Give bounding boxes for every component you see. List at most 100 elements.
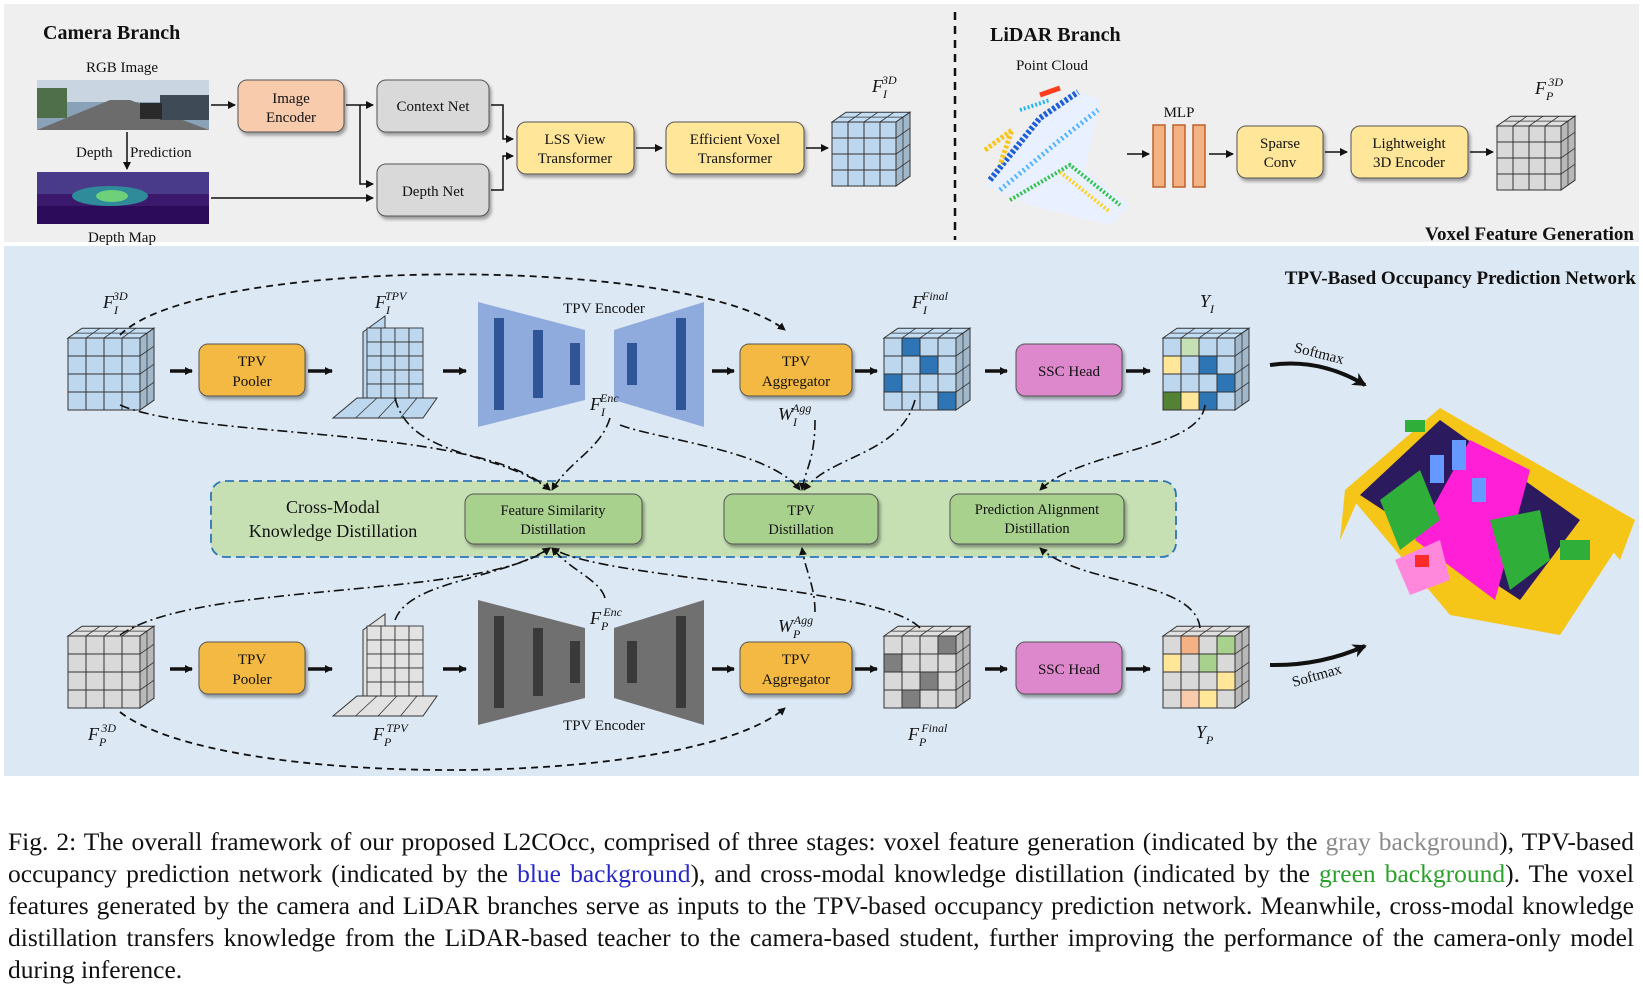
distillation-title-2: Knowledge Distillation xyxy=(249,521,417,541)
distillation-connections xyxy=(119,397,1206,636)
sparse-conv-label-2: Conv xyxy=(1264,155,1297,171)
caption-green-background: green background xyxy=(1319,859,1506,888)
lss-view-transformer-box xyxy=(516,121,635,175)
prediction-alignment-label-2: Distillation xyxy=(1004,521,1070,537)
rgb-image xyxy=(37,80,209,130)
feature-similarity-label-2: Distillation xyxy=(520,522,586,538)
teacher-wagg-label: WPAgg xyxy=(778,613,813,641)
camera-branch-title: Camera Branch xyxy=(43,22,180,44)
bottom-ssc-head-box xyxy=(1015,641,1123,695)
bottom-tpv-pooler-box xyxy=(198,641,306,695)
image-encoder-box xyxy=(237,79,345,133)
teacher-tpv-planes xyxy=(331,613,438,717)
student-f3d-label: FI3D xyxy=(102,289,128,317)
teacher-voxel-cube xyxy=(66,625,156,709)
bottom-softmax-arrow xyxy=(1269,644,1367,668)
lidar-branch-title: LiDAR Branch xyxy=(990,24,1121,46)
skip-connections xyxy=(119,273,786,771)
top-softmax-arrow xyxy=(1269,361,1367,387)
top-tpv-pooler-box xyxy=(198,343,306,397)
student-fenc-label: FIEnc xyxy=(589,391,619,419)
tpv-distillation-box xyxy=(723,493,879,545)
top-ssc-head-box xyxy=(1015,343,1123,397)
feature-similarity-label-1: Feature Similarity xyxy=(500,503,606,519)
student-ftpv-label: FITPV xyxy=(374,289,408,317)
depth-map xyxy=(37,172,209,224)
caption-part-2: ), TPV-based occupancy prediction networ… xyxy=(8,827,1634,888)
feature-similarity-distillation-box xyxy=(464,493,643,545)
caption-part-3: ), and cross-modal knowledge distillatio… xyxy=(690,859,1320,888)
lss-label-2: Transformer xyxy=(538,151,612,167)
depth-net-box xyxy=(376,163,490,217)
top-ssc-head-label: SSC Head xyxy=(1038,364,1101,380)
efficient-voxel-transformer-box xyxy=(665,121,805,175)
top-tpv-aggregator-box xyxy=(739,343,853,397)
depth-map-label: Depth Map xyxy=(88,230,156,246)
caption-gray-background: gray background xyxy=(1325,827,1500,856)
light-encoder-label-1: Lightweight xyxy=(1372,136,1446,152)
occupancy-prediction-scene xyxy=(1340,408,1635,635)
lightweight-encoder-box xyxy=(1350,125,1469,179)
teacher-fenc-label: FPEnc xyxy=(589,605,623,633)
evt-label-1: Efficient Voxel xyxy=(690,132,780,148)
prediction-label: Prediction xyxy=(130,145,192,161)
teacher-prediction-cube xyxy=(1161,625,1251,709)
top-pooler-label-2: Pooler xyxy=(232,374,271,390)
prediction-alignment-label-1: Prediction Alignment xyxy=(975,502,1099,518)
sparse-conv-box xyxy=(1236,125,1324,179)
student-tpv-encoder xyxy=(478,302,704,427)
teacher-ffinal-label: FPFinal xyxy=(907,721,948,749)
student-final-cube xyxy=(882,327,972,411)
teacher-f3d-label: FP3D xyxy=(87,721,116,749)
student-wagg-label: WIAgg xyxy=(778,401,811,429)
top-encoder-label: TPV Encoder xyxy=(563,301,645,317)
bottom-encoder-label: TPV Encoder xyxy=(563,718,645,734)
image-encoder-label-1: Image xyxy=(272,91,310,107)
depth-to-lss-arrow xyxy=(491,152,514,191)
point-cloud-image xyxy=(983,85,1130,225)
bottom-agg-label-2: Aggregator xyxy=(762,672,830,688)
context-to-lss-arrow xyxy=(491,104,514,143)
teacher-ftpv-label: FPTPV xyxy=(372,721,409,749)
voxel-section-title: Voxel Feature Generation xyxy=(1425,224,1634,245)
context-net-box xyxy=(376,79,490,133)
distillation-title-1: Cross-Modal xyxy=(286,497,380,517)
light-encoder-label-2: 3D Encoder xyxy=(1373,155,1445,171)
lss-label-1: LSS View xyxy=(545,132,606,148)
prediction-alignment-distillation-box xyxy=(949,493,1125,545)
teacher-y-label: YP xyxy=(1196,722,1214,747)
evt-label-2: Transformer xyxy=(698,151,772,167)
bottom-agg-label-1: TPV xyxy=(782,652,811,668)
bottom-pooler-label-1: TPV xyxy=(238,652,267,668)
tpv-distillation-label-1: TPV xyxy=(787,503,815,519)
bottom-tpv-aggregator-box xyxy=(739,641,853,695)
student-voxel-cube xyxy=(66,327,156,411)
image-encoder-label-2: Encoder xyxy=(266,110,316,126)
tpv-section-title: TPV-Based Occupancy Prediction Network xyxy=(1285,268,1637,289)
teacher-tpv-encoder xyxy=(478,600,704,725)
depth-label: Depth xyxy=(76,145,113,161)
teacher-final-cube xyxy=(882,625,972,709)
sparse-conv-label-1: Sparse xyxy=(1260,136,1300,152)
rgb-image-label: RGB Image xyxy=(86,60,158,76)
figure-caption: Fig. 2: The overall framework of our pro… xyxy=(8,826,1634,986)
depth-net-label: Depth Net xyxy=(402,184,465,200)
distillation-background xyxy=(210,480,1177,558)
top-agg-label-2: Aggregator xyxy=(762,374,830,390)
student-prediction-cube xyxy=(1161,327,1251,411)
bottom-pooler-label-2: Pooler xyxy=(232,672,271,688)
caption-part-1: Fig. 2: The overall framework of our pro… xyxy=(8,827,1326,856)
top-agg-label-1: TPV xyxy=(782,354,811,370)
lidar-voxel-cube xyxy=(1495,115,1577,191)
encoder-to-depthnet-arrow xyxy=(359,105,374,188)
framework-figure: Camera Branch RGB Image Depth Map Depth … xyxy=(4,4,1639,776)
student-y-label: YI xyxy=(1200,291,1215,316)
student-ffinal-label: FIFinal xyxy=(911,289,949,317)
mlp-label: MLP xyxy=(1164,105,1195,121)
context-net-label: Context Net xyxy=(397,99,471,115)
student-tpv-planes xyxy=(331,315,438,419)
bottom-ssc-head-label: SSC Head xyxy=(1038,662,1101,678)
caption-part-4: ). The voxel features generated by the c… xyxy=(8,859,1634,984)
camera-voxel-cube xyxy=(830,111,912,187)
top-pooler-label-1: TPV xyxy=(238,354,267,370)
